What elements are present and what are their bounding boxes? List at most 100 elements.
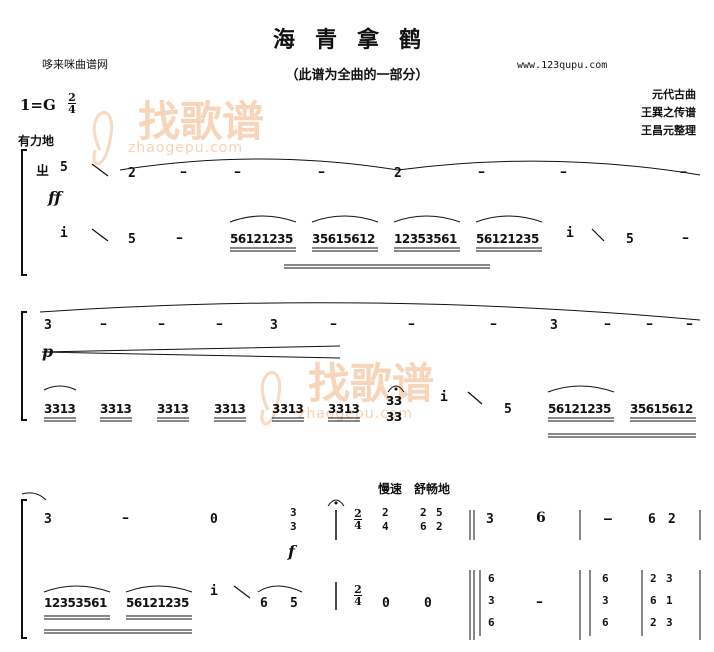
s2-upper-note-4: 3 bbox=[270, 318, 278, 333]
s2-upper-note-9: – bbox=[604, 316, 611, 332]
s3-upper-note-1: – bbox=[122, 510, 129, 526]
s1-upper-note-7: – bbox=[560, 164, 567, 180]
s1-group-0: 56121235 bbox=[230, 232, 293, 246]
s1-lower-note-2: – bbox=[176, 230, 183, 246]
s2-upper-note-5: – bbox=[330, 316, 337, 332]
s2-group-2: 3313 bbox=[157, 402, 189, 416]
s3-tempo: 慢速 舒畅地 bbox=[378, 482, 451, 496]
s3-upper-note-7: 2 bbox=[420, 506, 427, 519]
s3-lower-note-0: i bbox=[210, 584, 218, 599]
s2-group-5: 3313 bbox=[328, 402, 360, 416]
s3-lower-time-top: 2 bbox=[354, 583, 362, 596]
s3-dynamic: f bbox=[288, 542, 295, 561]
subtitle: （此谱为全曲的一部分） bbox=[285, 68, 429, 83]
s3-lower-note-12: 2 bbox=[650, 572, 657, 585]
s3-upper-note-6: 4 bbox=[382, 520, 389, 533]
s3-upper-note-14: 6 bbox=[648, 512, 656, 527]
s3-upper-note-8: 5 bbox=[436, 506, 443, 519]
s2-group-3: 3313 bbox=[214, 402, 246, 416]
s3-upper-note-4: 3 bbox=[290, 520, 297, 533]
s1-upper-note-5: 2 bbox=[394, 166, 402, 181]
s1-lower-note-0: i bbox=[60, 226, 68, 241]
s3-upper-note-15: 2 bbox=[668, 512, 676, 527]
piece-title: 海青拿鹤 bbox=[272, 27, 441, 53]
s3-lower-note-8: – bbox=[536, 594, 543, 610]
s1-group-2: 12353561 bbox=[394, 232, 457, 246]
s3-lower-time-signature: 2 4 bbox=[354, 584, 362, 607]
s3-lower-note-10: 3 bbox=[602, 594, 609, 607]
site-name: 哆来咪曲谱网 bbox=[42, 58, 108, 71]
s3-lower-time-bottom: 4 bbox=[354, 595, 362, 608]
s3-group-0: 12353561 bbox=[44, 596, 107, 610]
s1-upper-note-3: – bbox=[234, 164, 241, 180]
s2-dynamic: p bbox=[42, 342, 54, 361]
time-bottom: 4 bbox=[68, 103, 76, 116]
s2-group-0: 3313 bbox=[44, 402, 76, 416]
s3-upper-note-13: – bbox=[604, 512, 612, 527]
s2-upper-note-2: – bbox=[158, 316, 165, 332]
credit-origin: 元代古曲 bbox=[652, 88, 696, 101]
s3-lower-note-9: 6 bbox=[602, 572, 609, 585]
s2-lower-note-1: 33 bbox=[386, 410, 402, 424]
s1-upper-note-2: – bbox=[180, 164, 187, 180]
s2-upper-note-10: – bbox=[646, 316, 653, 332]
s2-upper-note-0: 3 bbox=[44, 318, 52, 333]
s2-lower-note-3: 5 bbox=[504, 402, 512, 417]
s3-lower-note-4: 0 bbox=[424, 596, 432, 611]
s2-upper-note-11: – bbox=[686, 316, 693, 332]
s1-upper-note-1: 2 bbox=[128, 166, 136, 181]
key-text: 1=G bbox=[20, 96, 56, 114]
s3-time-bottom: 4 bbox=[354, 519, 362, 532]
s2-lower-note-2: i bbox=[440, 390, 448, 405]
s2-group-1: 3313 bbox=[100, 402, 132, 416]
watermark-logo: 找歌谱 bbox=[138, 97, 265, 146]
s1-group-3: 56121235 bbox=[476, 232, 539, 246]
s3-upper-note-5: 2 bbox=[382, 506, 389, 519]
s3-upper-note-12: 6 bbox=[536, 510, 546, 526]
s3-lower-note-14: 2 bbox=[650, 616, 657, 629]
s3-lower-note-7: 6 bbox=[488, 616, 495, 629]
s3-upper-note-9: 6 bbox=[420, 520, 427, 533]
s3-upper-note-2: 0 bbox=[210, 512, 218, 527]
s2-upper-note-6: – bbox=[408, 316, 415, 332]
s1-lower-note-5: – bbox=[682, 230, 689, 246]
key-signature: 1=G bbox=[20, 96, 56, 114]
s3-lower-note-6: 3 bbox=[488, 594, 495, 607]
s3-lower-note-3: 0 bbox=[382, 596, 390, 611]
s1-upper-note-0: 5 bbox=[60, 160, 68, 175]
s3-lower-note-5: 6 bbox=[488, 572, 495, 585]
s2-upper-note-3: – bbox=[216, 316, 223, 332]
s3-lower-note-1: 6 bbox=[260, 596, 268, 611]
s1-upper-note-4: – bbox=[318, 164, 325, 180]
s2-upper-note-7: – bbox=[490, 316, 497, 332]
s1-group-1: 35615612 bbox=[312, 232, 375, 246]
s1-lower-note-1: 5 bbox=[128, 232, 136, 247]
s1-dynamic: ff bbox=[48, 188, 62, 207]
s1-lower-note-3: i bbox=[566, 226, 574, 241]
s2-upper-note-1: – bbox=[100, 316, 107, 332]
credit-editor: 王昌元整理 bbox=[641, 124, 696, 137]
s2-group-6: 56121235 bbox=[548, 402, 611, 416]
s1-upper-note-8: – bbox=[680, 164, 687, 180]
s3-lower-note-17: 3 bbox=[666, 616, 673, 629]
s3-lower-note-16: 1 bbox=[666, 594, 673, 607]
watermark-logo-2: 找歌谱 bbox=[308, 359, 435, 408]
s2-group-4: 3313 bbox=[272, 402, 304, 416]
tempo-marking: 有力地 bbox=[18, 134, 55, 148]
s3-time-top: 2 bbox=[354, 507, 362, 520]
s3-lower-note-11: 6 bbox=[602, 616, 609, 629]
s3-lower-note-15: 3 bbox=[666, 572, 673, 585]
s2-upper-note-8: 3 bbox=[550, 318, 558, 333]
s3-upper-note-0: 3 bbox=[44, 512, 52, 527]
s1-lower-note-4: 5 bbox=[626, 232, 634, 247]
time-signature: 2 4 bbox=[68, 92, 76, 115]
watermark-url: zhaogepu.com bbox=[128, 140, 243, 156]
s1-upper-note-6: – bbox=[478, 164, 485, 180]
s3-upper-note-10: 2 bbox=[436, 520, 443, 533]
s3-group-1: 56121235 bbox=[126, 596, 189, 610]
credit-transmitter: 王巽之传谱 bbox=[641, 106, 696, 119]
s3-upper-note-3: 3 bbox=[290, 506, 297, 519]
s3-upper-note-11: 3 bbox=[486, 512, 494, 527]
s3-lower-note-13: 6 bbox=[650, 594, 657, 607]
